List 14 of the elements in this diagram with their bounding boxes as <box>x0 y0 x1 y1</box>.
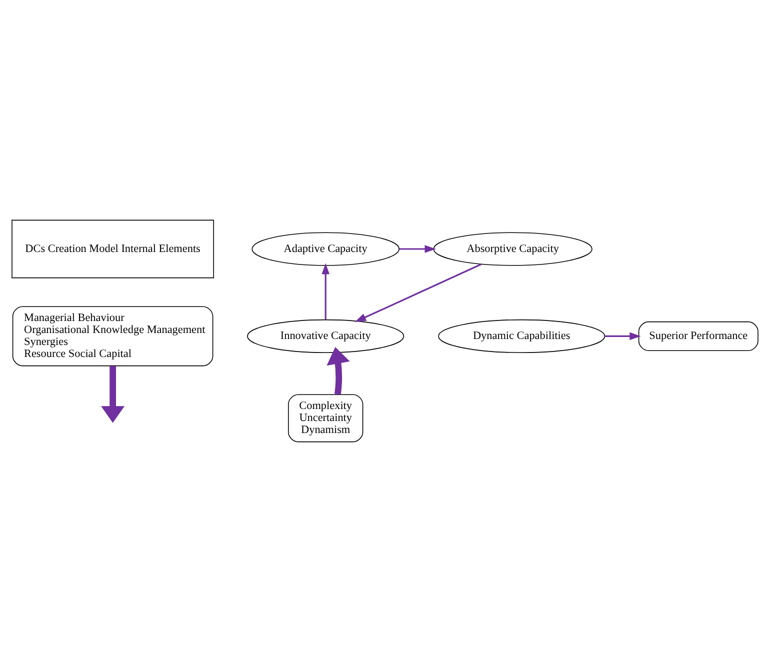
node-box: Superior Performance <box>638 321 758 351</box>
arrow <box>326 347 350 395</box>
node-box: Managerial Behaviour Organisational Knowledge Management Synergies Resource Social Capital <box>12 306 214 366</box>
node-ellipse: Adaptive Capacity <box>252 232 400 266</box>
arrow <box>399 245 436 253</box>
node-ellipse: Absorptive Capacity <box>433 232 592 266</box>
arrow <box>604 332 641 340</box>
arrow <box>101 366 125 423</box>
node-box: Complexity Uncertainty Dynamism <box>288 394 364 442</box>
node-box: DCs Creation Model Internal Elements <box>12 220 214 278</box>
node-ellipse: Dynamic Capabilities <box>438 319 606 353</box>
arrow <box>322 263 330 320</box>
arrow <box>354 263 482 322</box>
node-ellipse: Innovative Capacity <box>247 319 404 353</box>
